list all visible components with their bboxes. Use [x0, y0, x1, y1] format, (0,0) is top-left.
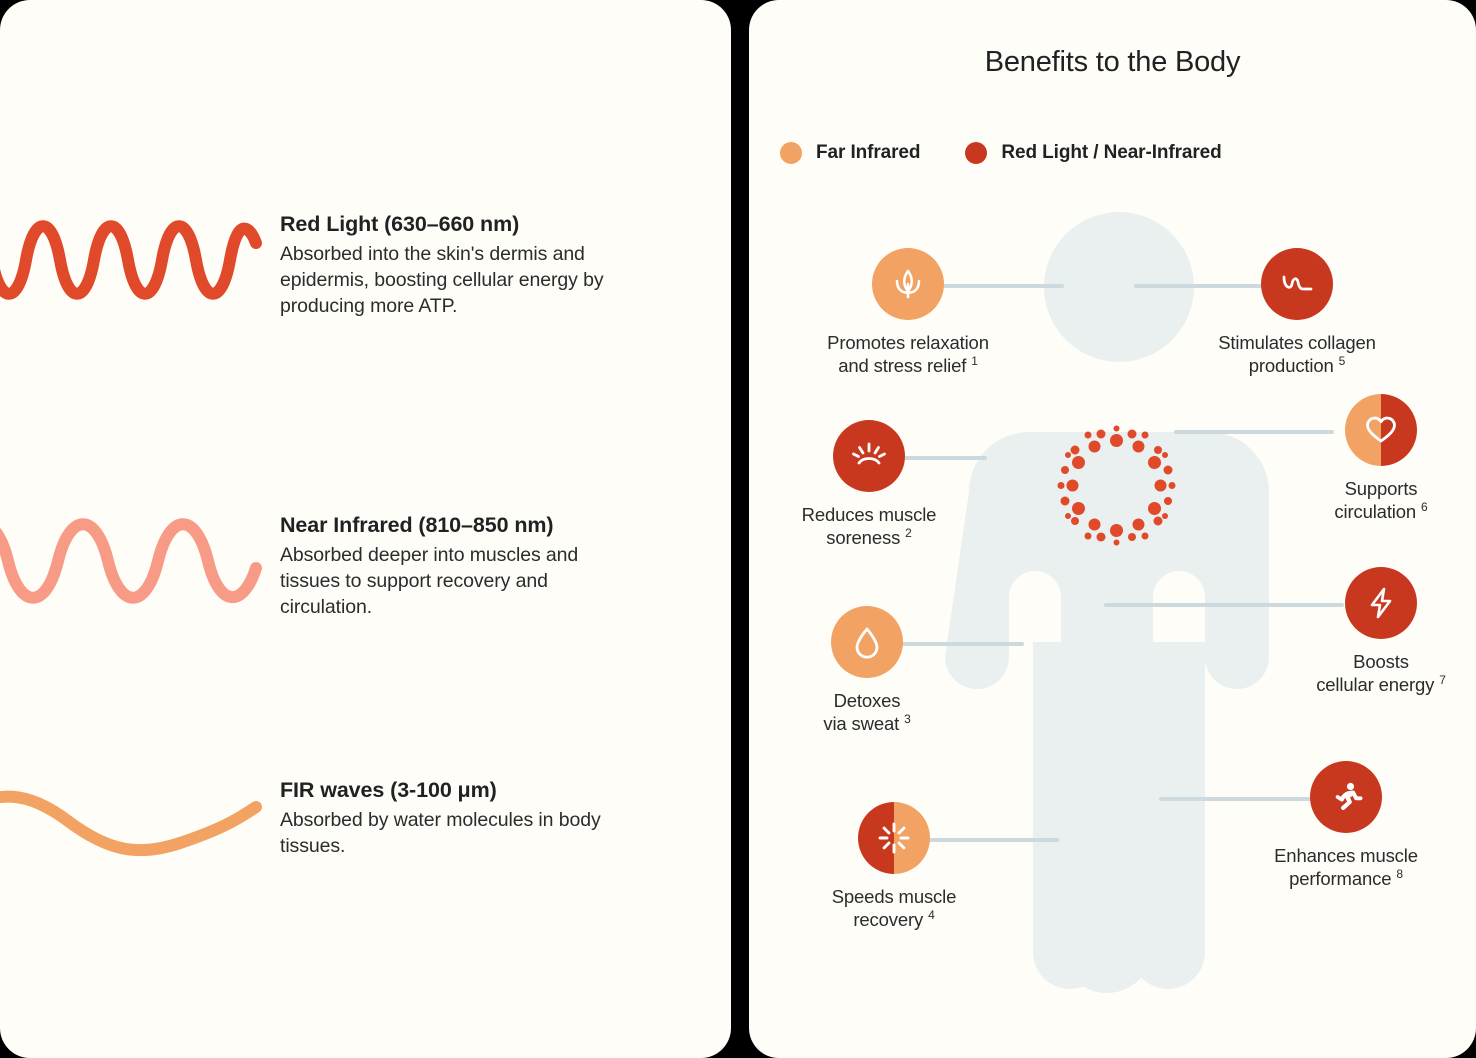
icon-half-right [1381, 394, 1417, 466]
benefit-boosts-cellular-energy[interactable]: Boosts cellular energy 7 [1266, 567, 1476, 697]
benefit-label: Promotes relaxation and stress relief 1 [827, 331, 989, 378]
lightning-bolt-icon [1370, 587, 1392, 619]
running-person-icon [1335, 782, 1363, 811]
heart-icon [1366, 416, 1396, 443]
legend-label-far-infrared: Far Infrared [816, 142, 921, 163]
fir-title: FIR waves (3-100 μm) [280, 778, 497, 802]
near-infrared-text-block: Near Infrared (810–850 nm) Absorbed deep… [280, 506, 620, 620]
page-title: Benefits to the Body [984, 46, 1241, 78]
benefit-label-line1: Boosts [1353, 651, 1409, 672]
benefit-label-line1: Stimulates collagen [1218, 332, 1376, 353]
connector-line-6 [1174, 430, 1334, 434]
leaf-icon [895, 269, 921, 299]
benefit-label-line2: and stress relief [838, 355, 967, 377]
soreness-icon-circle [833, 420, 905, 492]
legend-label-red-light: Red Light / Near-Infrared [1001, 142, 1222, 163]
benefit-detoxes-via-sweat[interactable]: Detoxes via sweat 3 [752, 606, 982, 736]
benefit-footnote: 5 [1338, 354, 1346, 369]
benefit-enhances-muscle-performance[interactable]: Enhances muscle performance 8 [1231, 761, 1461, 891]
wave-row-fir: FIR waves (3-100 μm) Absorbed by water m… [0, 771, 700, 881]
legend-dot-far-infrared [780, 142, 802, 164]
benefit-label: Detoxes via sweat 3 [823, 689, 910, 736]
benefit-label-line1: Enhances muscle [1274, 845, 1418, 866]
connector-line-1 [934, 284, 1064, 288]
wavelengths-card: Red Light (630–660 nm) Absorbed into the… [0, 0, 731, 1058]
heart-icon-circle [1345, 394, 1417, 466]
benefit-label-line1: Detoxes [833, 690, 901, 711]
legend-dot-red-light [965, 142, 988, 164]
legend-item-far-infrared: Far Infrared [780, 142, 920, 164]
red-light-wave-graphic [0, 205, 280, 315]
benefit-label-line2: recovery [853, 909, 924, 931]
benefit-footnote: 1 [971, 354, 978, 369]
connector-line-5 [1134, 284, 1264, 288]
benefit-label-line1: Supports [1344, 478, 1418, 499]
fir-text-block: FIR waves (3-100 μm) Absorbed by water m… [280, 771, 620, 859]
benefit-label-line2: production [1248, 355, 1334, 377]
benefit-reduces-muscle-soreness[interactable]: Reduces muscle soreness 2 [754, 420, 984, 550]
running-person-icon-circle [1310, 761, 1382, 833]
benefit-label-line2: cellular energy [1316, 674, 1435, 696]
leaf-icon-circle [872, 248, 944, 320]
benefit-stimulates-collagen[interactable]: Stimulates collagen production 5 [1182, 248, 1412, 378]
water-drop-icon-circle [831, 606, 903, 678]
connector-line-7 [1104, 603, 1344, 607]
connector-line-3 [899, 642, 1024, 646]
benefit-footnote: 4 [928, 908, 935, 923]
benefit-label: Supports circulation 6 [1334, 477, 1427, 524]
benefit-label-line1: Speeds muscle [831, 886, 957, 907]
benefits-card: Benefits to the Body Far Infrared Red Li… [749, 0, 1476, 1058]
benefit-supports-circulation[interactable]: Supports circulation 6 [1266, 394, 1476, 524]
benefit-label-line2: performance [1289, 868, 1392, 890]
soreness-icon [852, 442, 886, 465]
wave-row-near-infrared: Near Infrared (810–850 nm) Absorbed deep… [0, 506, 700, 620]
near-infrared-title: Near Infrared (810–850 nm) [280, 513, 554, 537]
benefit-footnote: 2 [905, 526, 912, 541]
wave-row-red-light: Red Light (630–660 nm) Absorbed into the… [0, 205, 700, 319]
benefit-footnote: 3 [904, 712, 911, 727]
legend: Far Infrared Red Light / Near-Infrared [780, 142, 1222, 164]
benefit-label: Reduces muscle soreness 2 [802, 503, 937, 550]
red-light-title: Red Light (630–660 nm) [280, 212, 520, 236]
body-silhouette [909, 212, 1329, 1012]
benefit-promotes-relaxation[interactable]: Promotes relaxation and stress relief 1 [793, 248, 1023, 378]
red-light-description: Absorbed into the skin's dermis and epid… [280, 242, 604, 317]
connector-line-4 [899, 838, 1059, 842]
circulation-dot-ring [1054, 423, 1179, 548]
benefit-label: Enhances muscle performance 8 [1274, 844, 1418, 891]
benefit-footnote: 6 [1421, 500, 1428, 515]
benefit-speeds-muscle-recovery[interactable]: Speeds muscle recovery 4 [779, 802, 1009, 932]
red-light-text-block: Red Light (630–660 nm) Absorbed into the… [280, 205, 620, 319]
near-infrared-description: Absorbed deeper into muscles and tissues… [280, 543, 579, 618]
benefit-footnote: 7 [1439, 673, 1446, 688]
lightning-bolt-icon-circle [1345, 567, 1417, 639]
legend-item-red-light: Red Light / Near-Infrared [965, 142, 1222, 164]
pulse-wave-icon-circle [1261, 248, 1333, 320]
starburst-icon [878, 822, 910, 854]
pulse-wave-icon [1282, 275, 1313, 291]
fir-wave-graphic [0, 771, 280, 881]
benefit-label-line2: soreness [826, 527, 901, 549]
connector-line-8 [1159, 797, 1344, 801]
benefit-label-line2: via sweat [823, 713, 900, 735]
benefit-label: Stimulates collagen production 5 [1218, 331, 1376, 378]
icon-half-left [1345, 394, 1381, 466]
connector-line-2 [897, 456, 987, 460]
benefit-footnote: 8 [1396, 867, 1403, 882]
benefit-label: Boosts cellular energy 7 [1316, 650, 1446, 697]
near-infrared-wave-graphic [0, 506, 280, 616]
benefit-label-line1: Promotes relaxation [827, 332, 989, 353]
benefit-label-line1: Reduces muscle [801, 504, 937, 525]
benefit-label-line2: circulation [1334, 501, 1417, 523]
benefit-label: Speeds muscle recovery 4 [832, 885, 957, 932]
water-drop-icon [855, 627, 879, 659]
starburst-icon-circle [858, 802, 930, 874]
fir-description: Absorbed by water molecules in body tiss… [280, 808, 601, 857]
